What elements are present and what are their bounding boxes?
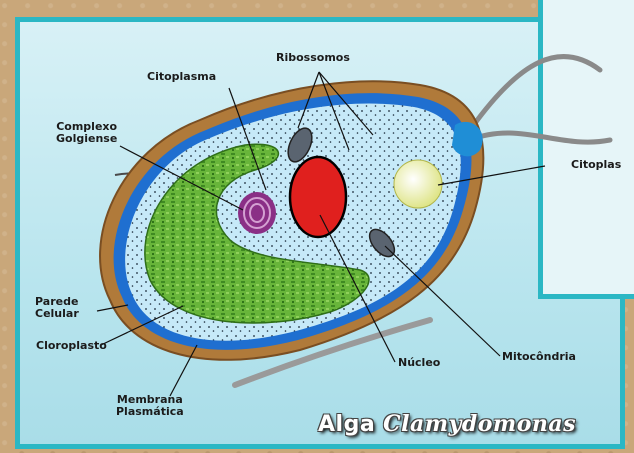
diagram-title: Alga Clamydomonas: [282, 407, 612, 441]
label-mitocondria: Mitocôndria: [502, 351, 576, 363]
flagellum-right: [470, 133, 610, 142]
label-membrana-plasmatica: Membrana Plasmática: [116, 394, 184, 418]
label-cloroplasto: Cloroplasto: [36, 340, 107, 352]
title-species: Clamydomonas: [383, 411, 576, 437]
label-nucleo: Núcleo: [398, 357, 440, 369]
title-prefix: Alga: [318, 412, 375, 437]
nucleus-shape: [290, 157, 346, 237]
label-ribossomos: Ribossomos: [276, 52, 350, 64]
label-complexo-golgiense: Complexo Golgiense: [56, 121, 117, 145]
contractile-vacuole: [394, 160, 442, 208]
flagellum-top: [470, 57, 600, 131]
label-complexo-line2: Golgiense: [56, 133, 117, 145]
label-membrana-line2: Plasmática: [116, 406, 184, 418]
label-citoplasma: Citoplasma: [147, 71, 216, 83]
label-parede-line2: Celular: [35, 308, 79, 320]
label-parede-celular: Parede Celular: [35, 296, 79, 320]
